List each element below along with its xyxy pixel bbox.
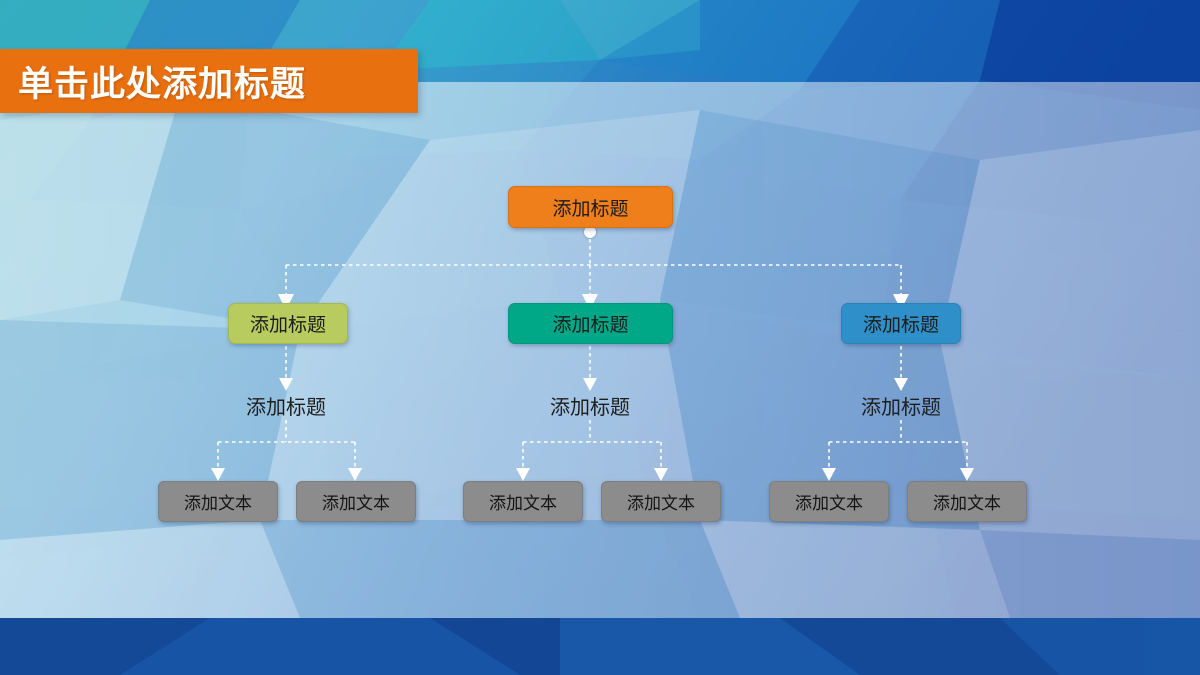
leaf-node-1-2-label: 添加文本 bbox=[322, 494, 390, 513]
subtitle-label-3-text: 添加标题 bbox=[861, 396, 941, 419]
leaf-node-2-1-label: 添加文本 bbox=[489, 494, 557, 513]
subtitle-label-3: 添加标题 bbox=[831, 390, 971, 420]
leaf-node-3-1-label: 添加文本 bbox=[795, 494, 863, 513]
branch-node-3[interactable]: 添加标题 bbox=[841, 303, 961, 344]
root-node-label: 添加标题 bbox=[552, 198, 629, 220]
leaf-node-3-1[interactable]: 添加文本 bbox=[769, 481, 889, 522]
subtitle-label-2: 添加标题 bbox=[520, 390, 660, 420]
leaf-node-2-1[interactable]: 添加文本 bbox=[463, 481, 583, 522]
page-title: 单击此处添加标题 bbox=[18, 64, 307, 104]
leaf-node-1-2[interactable]: 添加文本 bbox=[296, 481, 416, 522]
branch-node-1[interactable]: 添加标题 bbox=[228, 303, 348, 344]
branch-node-1-label: 添加标题 bbox=[249, 315, 326, 336]
leaf-node-1-1[interactable]: 添加文本 bbox=[158, 481, 278, 522]
branch-node-3-label: 添加标题 bbox=[862, 315, 939, 336]
subtitle-label-2-text: 添加标题 bbox=[550, 396, 630, 419]
subtitle-label-1-text: 添加标题 bbox=[246, 396, 326, 419]
branch-node-2-label: 添加标题 bbox=[552, 315, 629, 336]
root-node[interactable]: 添加标题 bbox=[508, 186, 673, 228]
leaf-node-2-2-label: 添加文本 bbox=[627, 494, 695, 513]
leaf-node-3-2[interactable]: 添加文本 bbox=[907, 481, 1027, 522]
branch-node-2[interactable]: 添加标题 bbox=[508, 303, 673, 344]
leaf-node-3-2-label: 添加文本 bbox=[933, 494, 1001, 513]
subtitle-label-1: 添加标题 bbox=[216, 390, 356, 420]
leaf-node-1-1-label: 添加文本 bbox=[184, 494, 252, 513]
title-banner: 单击此处添加标题 bbox=[0, 49, 418, 113]
root-hub-dot bbox=[584, 226, 596, 238]
leaf-node-2-2[interactable]: 添加文本 bbox=[601, 481, 721, 522]
